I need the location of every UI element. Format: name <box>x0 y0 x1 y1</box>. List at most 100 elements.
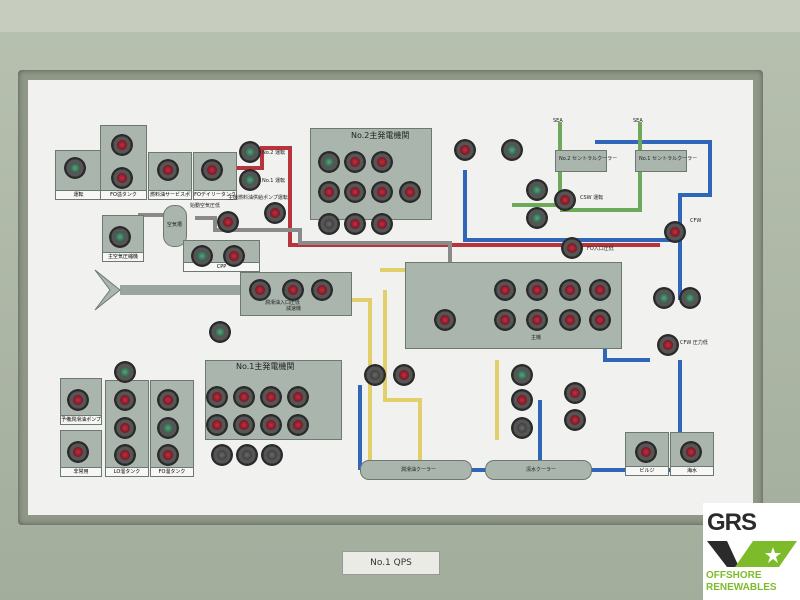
csw-label: CSW 運転 <box>580 195 604 201</box>
cpp-label: CPP <box>184 262 259 271</box>
indicator-lamp <box>511 389 533 411</box>
indicator-lamp <box>561 237 583 259</box>
fw-cooler: 清水クーラー <box>485 460 592 480</box>
cabinet-top <box>0 0 800 32</box>
logo-line1: OFFSHORE <box>706 570 762 581</box>
indicator-lamp <box>114 417 136 439</box>
no1-cooler-label: No.1 セントラルクーラー <box>639 156 698 162</box>
indicator-lamp <box>318 181 340 203</box>
no2-cooler: No.2 セントラルクーラー <box>555 150 617 172</box>
indicator-lamp <box>233 414 255 436</box>
indicator-lamp <box>223 245 245 267</box>
fo-inlet-label: FO入口圧低 <box>587 246 614 252</box>
indicator-lamp <box>454 139 476 161</box>
caption: 主空気圧縮機 <box>103 252 143 261</box>
indicator-lamp <box>494 279 516 301</box>
lo-cooler-label: 潤滑油クーラー <box>401 467 437 473</box>
indicator-lamp <box>511 417 533 439</box>
caption: FOデイリータンク <box>194 190 236 199</box>
indicator-lamp <box>67 441 89 463</box>
indicator-lamp <box>564 409 586 431</box>
indicator-lamp <box>653 287 675 309</box>
indicator-lamp <box>206 386 228 408</box>
indicator-lamp <box>109 226 131 248</box>
lo-cooler: 潤滑油クーラー <box>360 460 472 480</box>
propeller-icon <box>94 269 121 311</box>
indicator-lamp <box>206 414 228 436</box>
indicator-lamp <box>635 441 657 463</box>
indicator-lamp <box>344 213 366 235</box>
indicator-lamp <box>554 189 576 211</box>
lo-inlet-label: 潤滑油入口圧低 <box>265 300 301 306</box>
caption: FO溢タンク <box>101 190 146 199</box>
cfw-pressure-label: CFW 圧力低 <box>680 340 708 346</box>
indicator-lamp <box>526 179 548 201</box>
no2-engine-block: No.2主発電機関 <box>310 128 432 220</box>
caption: LO溜タンク <box>106 467 148 476</box>
indicator-lamp <box>559 309 581 331</box>
indicator-lamp <box>657 334 679 356</box>
indicator-lamp <box>318 151 340 173</box>
sea-outlet-label: SEA <box>633 118 643 124</box>
indicator-lamp <box>114 361 136 383</box>
indicator-lamp <box>236 444 258 466</box>
sea-outlet-label: SEA <box>553 118 563 124</box>
indicator-lamp <box>261 444 283 466</box>
indicator-lamp <box>111 167 133 189</box>
caption: 予備潤滑油ポンプ運転 <box>61 415 101 424</box>
main-engine-label: 主機 <box>531 335 542 341</box>
indicator-lamp <box>260 414 282 436</box>
indicator-lamp <box>64 157 86 179</box>
indicator-lamp <box>501 139 523 161</box>
gearbox-label: 減速機 <box>286 306 302 312</box>
indicator-lamp <box>157 159 179 181</box>
logo-line2: RENEWABLES <box>706 582 777 593</box>
no2-run-label: No.2 運転 <box>262 150 286 156</box>
no2-engine-title: No.2主発電機関 <box>351 131 410 140</box>
air-tank: 空気槽 <box>163 205 187 247</box>
indicator-lamp <box>217 211 239 233</box>
indicator-lamp <box>494 309 516 331</box>
indicator-lamp <box>318 213 340 235</box>
air-tank-label: 空気槽 <box>167 222 183 228</box>
indicator-lamp <box>664 221 686 243</box>
no2-cooler-label: No.2 セントラルクーラー <box>559 156 618 162</box>
fw-cooler-label: 清水クーラー <box>526 467 557 473</box>
indicator-lamp <box>114 444 136 466</box>
indicator-lamp <box>399 181 421 203</box>
no1-engine-title: No.1主発電機関 <box>236 362 295 371</box>
indicator-lamp <box>526 207 548 229</box>
no1-run-label: No.1 運転 <box>262 178 286 184</box>
indicator-lamp <box>526 279 548 301</box>
indicator-lamp <box>239 169 261 191</box>
indicator-lamp <box>191 245 213 267</box>
logo-brand: GRS <box>707 509 757 536</box>
indicator-lamp <box>371 151 393 173</box>
cfw-label: CFW <box>690 218 702 224</box>
caption: 非常用 <box>61 467 101 476</box>
indicator-lamp <box>209 321 231 343</box>
caption: 燃料油サービスポンプ <box>149 190 191 199</box>
no1-cooler: No.1 セントラルクーラー <box>635 150 697 172</box>
grs-logo: GRS OFFSHORE RENEWABLES <box>703 503 800 600</box>
indicator-lamp <box>526 309 548 331</box>
indicator-lamp <box>264 202 286 224</box>
indicator-lamp <box>589 309 611 331</box>
panel-nameplate: No.1 QPS <box>342 551 440 575</box>
indicator-lamp <box>311 279 333 301</box>
indicator-lamp <box>344 181 366 203</box>
caption: 運転 <box>56 190 101 199</box>
indicator-lamp <box>287 414 309 436</box>
indicator-lamp <box>67 389 89 411</box>
indicator-lamp <box>157 389 179 411</box>
indicator-lamp <box>393 364 415 386</box>
indicator-lamp <box>157 417 179 439</box>
indicator-lamp <box>679 287 701 309</box>
indicator-lamp <box>201 159 223 181</box>
indicator-lamp <box>239 141 261 163</box>
indicator-lamp <box>371 213 393 235</box>
caption: FO溜タンク <box>151 467 193 476</box>
start-air-label: 始動空気圧低 <box>190 203 221 209</box>
indicator-lamp <box>344 151 366 173</box>
indicator-lamp <box>559 279 581 301</box>
